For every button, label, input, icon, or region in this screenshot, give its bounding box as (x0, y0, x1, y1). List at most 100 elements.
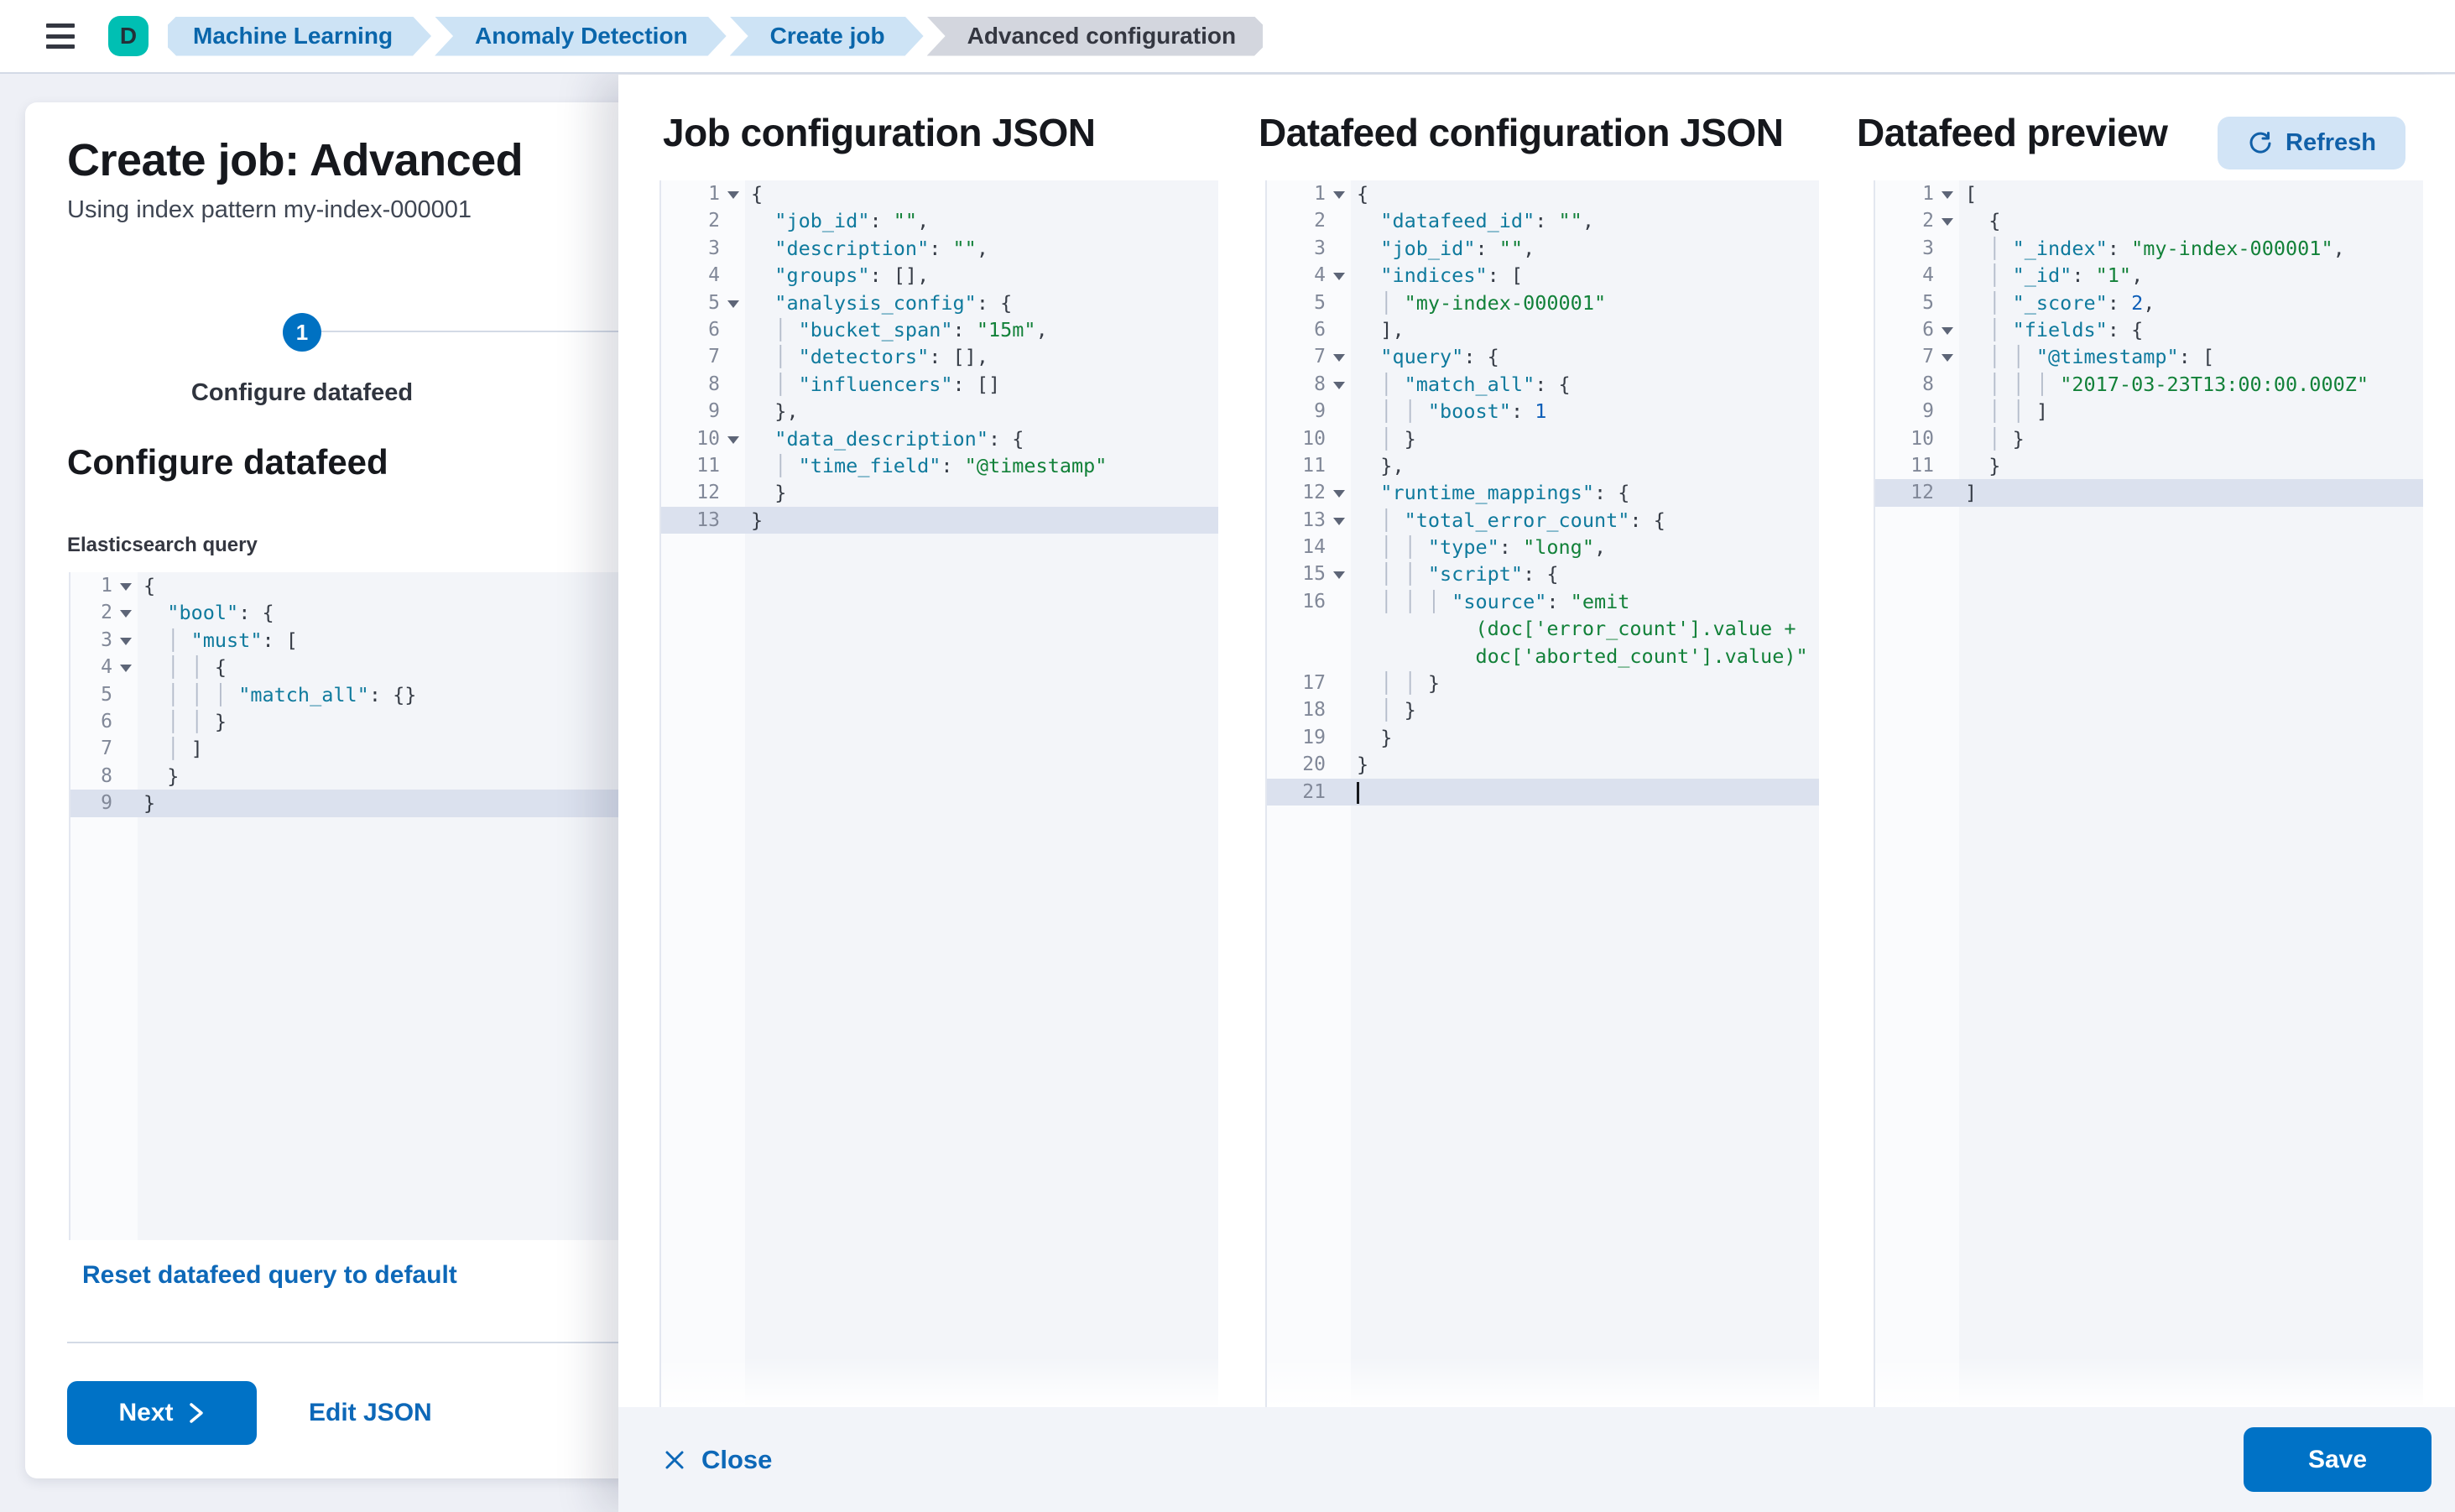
fold-arrow-icon[interactable] (1934, 316, 1959, 343)
code-line[interactable]: 7 │ "detectors": [], (661, 343, 1218, 370)
fold-arrow-icon[interactable] (112, 572, 138, 599)
fold-arrow-icon[interactable] (1934, 207, 1959, 234)
code-line[interactable]: 6 ], (1267, 316, 1819, 343)
code-line[interactable]: 12 } (661, 479, 1218, 506)
code-line[interactable]: 20} (1267, 751, 1819, 778)
wizard-step-1-indicator[interactable]: 1 (283, 313, 321, 352)
fold-arrow-icon[interactable] (1326, 479, 1351, 506)
code-line[interactable]: 1{ (70, 572, 992, 599)
code-line[interactable]: 8 │ "match_all": { (1267, 371, 1819, 398)
code-line[interactable]: 6 │ "fields": { (1875, 316, 2423, 343)
fold-arrow-icon[interactable] (112, 627, 138, 654)
code-line[interactable]: 10 │ } (1267, 425, 1819, 452)
code-line[interactable]: 2 "job_id": "", (661, 207, 1218, 234)
code-line[interactable]: 7 "query": { (1267, 343, 1819, 370)
fold-arrow-icon[interactable] (112, 654, 138, 680)
code-line[interactable]: 12 "runtime_mappings": { (1267, 479, 1819, 506)
code-line[interactable]: 5 │ "_score": 2, (1875, 289, 2423, 316)
job-configuration-json-title: Job configuration JSON (663, 111, 1096, 154)
breadcrumb-machine-learning[interactable]: Machine Learning (168, 17, 431, 56)
code-line[interactable]: 3 "description": "", (661, 235, 1218, 262)
code-line[interactable]: 11 } (1875, 452, 2423, 479)
code-line[interactable]: 2 "bool": { (70, 599, 992, 626)
code-line[interactable]: 2 { (1875, 207, 2423, 234)
save-button[interactable]: Save (2244, 1427, 2432, 1492)
code-line[interactable]: 5 "analysis_config": { (661, 289, 1218, 316)
fold-arrow-icon[interactable] (1326, 507, 1351, 534)
fold-arrow-icon[interactable] (1326, 262, 1351, 289)
datafeed-config-editor[interactable]: 1{2 "datafeed_id": "",3 "job_id": "",4 "… (1265, 180, 1819, 1407)
code-line[interactable]: 6 │ │ } (70, 708, 992, 735)
code-line[interactable]: 1[ (1875, 180, 2423, 207)
fold-arrow-icon[interactable] (1326, 343, 1351, 370)
code-text: │ "must": [ (167, 628, 298, 652)
code-line[interactable]: 7 │ │ "@timestamp": [ (1875, 343, 2423, 370)
code-line[interactable]: 16 │ │ │ "source": "emit (1267, 588, 1819, 615)
fold-spacer (1326, 398, 1351, 425)
code-line[interactable]: 10 │ } (1875, 425, 2423, 452)
next-button[interactable]: Next (67, 1381, 257, 1445)
code-line[interactable]: 12] (1875, 479, 2423, 507)
code-line[interactable]: 9 │ │ "boost": 1 (1267, 398, 1819, 425)
space-avatar[interactable]: D (108, 16, 149, 56)
code-line[interactable]: 1{ (661, 180, 1218, 207)
code-line[interactable]: (doc['error_count'].value + (1267, 615, 1819, 642)
fold-spacer (112, 763, 138, 790)
fold-arrow-icon[interactable] (1326, 560, 1351, 587)
fold-arrow-icon[interactable] (720, 289, 745, 316)
code-line[interactable]: 8 } (70, 763, 992, 790)
code-line[interactable]: 1{ (1267, 180, 1819, 207)
code-line[interactable]: 5 │ "my-index-000001" (1267, 289, 1819, 316)
fold-arrow-icon[interactable] (1934, 180, 1959, 207)
code-line[interactable]: 4 │ "_id": "1", (1875, 262, 2423, 289)
code-line[interactable]: 9 │ │ ] (1875, 398, 2423, 425)
datafeed-preview-editor[interactable]: 1[2 {3 │ "_index": "my-index-000001",4 │… (1874, 180, 2423, 1407)
fold-arrow-icon[interactable] (720, 180, 745, 207)
fold-arrow-icon[interactable] (1326, 371, 1351, 398)
code-line[interactable]: 5 │ │ │ "match_all": {} (70, 681, 992, 708)
code-line[interactable]: 11 }, (1267, 452, 1819, 479)
code-line[interactable]: 6 │ "bucket_span": "15m", (661, 316, 1218, 343)
code-text: │ │ ] (1988, 399, 2049, 424)
code-line[interactable]: 4 "indices": [ (1267, 262, 1819, 289)
code-line[interactable]: 7 │ ] (70, 735, 992, 762)
code-line[interactable]: 15 │ │ "script": { (1267, 560, 1819, 587)
code-line[interactable]: 3 │ "_index": "my-index-000001", (1875, 235, 2423, 262)
code-line[interactable]: 14 │ │ "type": "long", (1267, 534, 1819, 560)
code-line[interactable]: 2 "datafeed_id": "", (1267, 207, 1819, 234)
code-line[interactable]: 11 │ "time_field": "@timestamp" (661, 452, 1218, 479)
fold-arrow-icon[interactable] (1326, 180, 1351, 207)
code-text: │ │ } (167, 709, 227, 733)
fold-spacer (720, 479, 745, 506)
code-line[interactable]: 3 "job_id": "", (1267, 235, 1819, 262)
fold-arrow-icon[interactable] (112, 599, 138, 626)
fold-arrow-icon[interactable] (720, 425, 745, 452)
line-number: 11 (1910, 454, 1934, 477)
code-line[interactable]: 4 "groups": [], (661, 262, 1218, 289)
code-line[interactable]: 17 │ │ } (1267, 670, 1819, 696)
fold-arrow-icon[interactable] (1934, 343, 1959, 370)
code-line[interactable]: 21 (1267, 778, 1819, 806)
breadcrumb-create-job[interactable]: Create job (730, 17, 924, 56)
code-line[interactable]: doc['aborted_count'].value)" (1267, 643, 1819, 670)
menu-icon[interactable] (46, 23, 75, 49)
code-line[interactable]: 4 │ │ { (70, 654, 992, 680)
code-line[interactable]: 10 "data_description": { (661, 425, 1218, 452)
code-line[interactable]: 13 │ "total_error_count": { (1267, 507, 1819, 534)
code-line[interactable]: 13} (661, 506, 1218, 534)
reset-datafeed-query-link[interactable]: Reset datafeed query to default (82, 1261, 457, 1289)
close-button[interactable]: Close (663, 1445, 772, 1475)
code-line[interactable]: 18 │ } (1267, 696, 1819, 723)
code-line[interactable]: 3 │ "must": [ (70, 627, 992, 654)
code-text: │ │ │ "2017-03-23T13:00:00.000Z" (1988, 372, 2369, 396)
breadcrumb-anomaly-detection[interactable]: Anomaly Detection (435, 17, 727, 56)
code-line[interactable]: 8 │ │ │ "2017-03-23T13:00:00.000Z" (1875, 371, 2423, 398)
job-config-editor[interactable]: 1{2 "job_id": "",3 "description": "",4 "… (659, 180, 1218, 1407)
fold-spacer (1934, 289, 1959, 316)
code-line[interactable]: 9 }, (661, 398, 1218, 425)
edit-json-link[interactable]: Edit JSON (309, 1399, 432, 1426)
code-line[interactable]: 19 } (1267, 724, 1819, 751)
refresh-button[interactable]: Refresh (2218, 117, 2405, 169)
code-line[interactable]: 8 │ "influencers": [] (661, 371, 1218, 398)
code-text: │ "match_all": { (1380, 372, 1571, 396)
